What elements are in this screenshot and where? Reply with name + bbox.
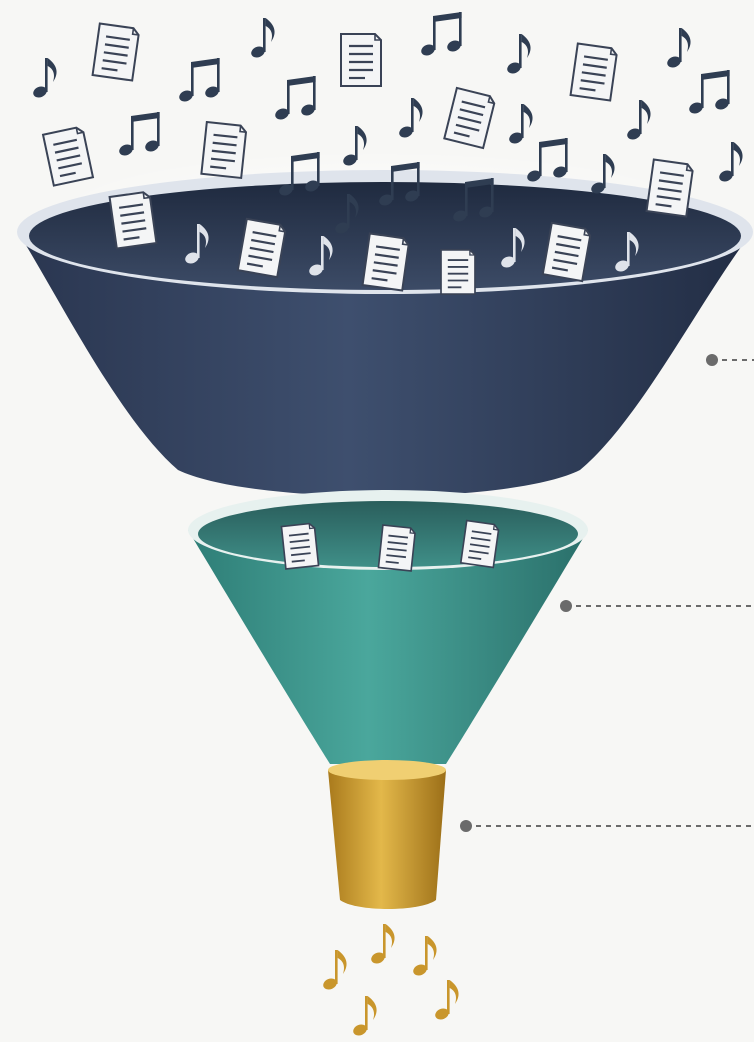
music-note-icon — [717, 142, 743, 184]
sheet-music-icon — [339, 32, 383, 88]
output-spout-body — [328, 770, 446, 909]
music-note-icon — [419, 12, 463, 58]
music-note-icon — [411, 936, 437, 978]
output-spout-rim — [328, 760, 446, 780]
sheet-music-icon — [440, 248, 476, 296]
output-notes — [321, 924, 459, 1038]
sheet-music-icon — [377, 524, 417, 572]
music-note-icon — [625, 100, 651, 142]
music-note-icon — [507, 104, 533, 146]
sheet-music-icon — [443, 86, 497, 150]
sheet-music-icon — [236, 217, 288, 279]
sheet-music-icon — [41, 125, 95, 187]
callout-output — [460, 820, 754, 832]
sheet-music-icon — [91, 22, 141, 82]
input-funnel-body — [18, 232, 752, 497]
callout-input — [706, 354, 754, 366]
sheet-music-icon — [459, 519, 501, 569]
sheet-music-icon — [569, 42, 619, 102]
music-note-icon — [249, 18, 275, 60]
music-note-icon — [369, 924, 395, 966]
music-note-icon — [321, 950, 347, 992]
output-spout — [328, 760, 446, 909]
music-note-icon — [351, 996, 377, 1038]
music-note-icon — [273, 76, 317, 122]
sheet-music-icon — [280, 522, 320, 570]
music-note-icon — [665, 28, 691, 70]
music-note-icon — [177, 58, 221, 104]
sheet-music-icon — [361, 232, 411, 292]
music-note-icon — [687, 70, 731, 116]
music-note-icon — [31, 58, 57, 100]
sheet-music-icon — [200, 120, 248, 180]
callouts — [460, 354, 754, 832]
filter-sheets — [280, 519, 501, 572]
music-note-icon — [397, 98, 423, 140]
filter-funnel-body — [188, 530, 588, 764]
sheet-music-icon — [108, 190, 158, 250]
music-note-icon — [505, 34, 531, 76]
sheet-music-icon — [541, 221, 593, 283]
music-note-icon — [117, 112, 161, 158]
callout-filter — [560, 600, 754, 612]
sheet-music-icon — [645, 158, 695, 218]
music-note-icon — [433, 980, 459, 1022]
